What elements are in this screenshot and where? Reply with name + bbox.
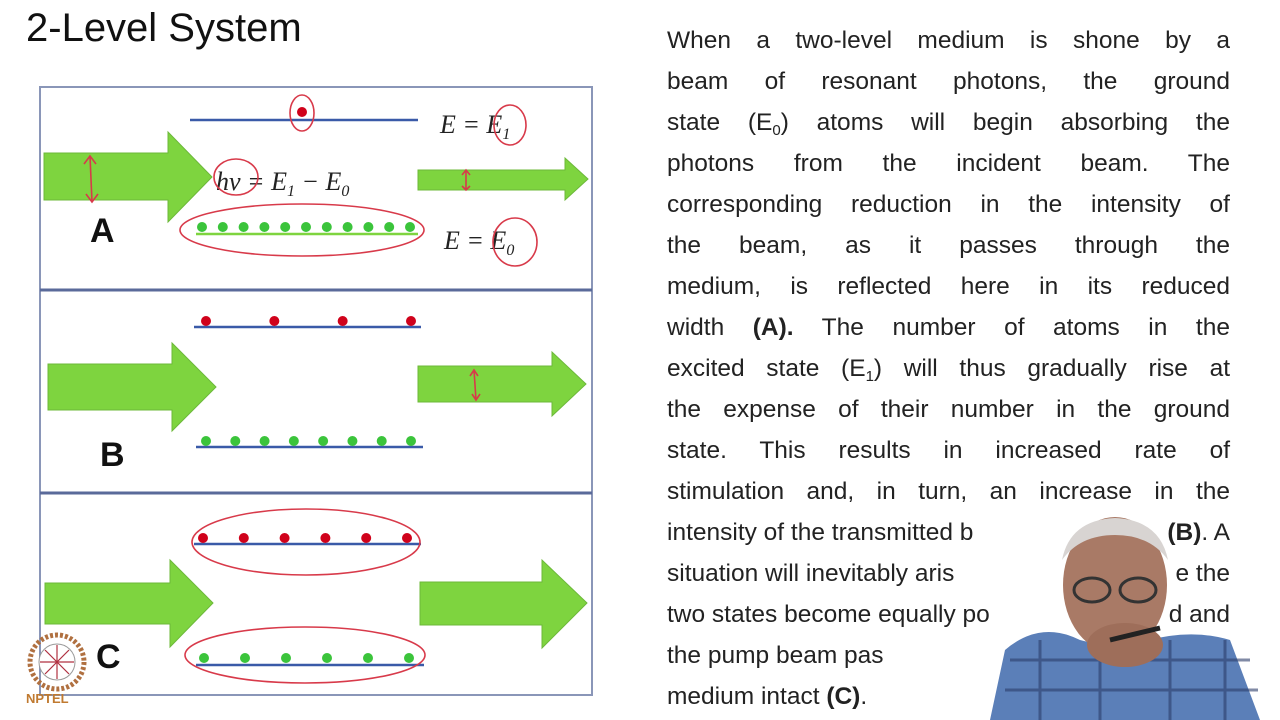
ground-atom (288, 436, 299, 446)
excited-atom (269, 316, 280, 326)
ground-atom (238, 222, 249, 232)
handwritten-annotation (469, 368, 481, 402)
photon-energy-equation: hν = E1 − E0 (216, 167, 349, 200)
ground-atom (363, 222, 374, 232)
text-line: corresponding reduction in the intensity… (667, 191, 1230, 218)
incident-beam-arrow (47, 341, 217, 433)
incident-beam-arrow (44, 558, 214, 649)
upper-energy-label: E = E1 (439, 110, 510, 143)
ground-atom (259, 222, 270, 232)
panel-b: B (47, 316, 587, 474)
ground-atom (342, 222, 353, 232)
excited-atoms (198, 533, 412, 543)
ground-atom (363, 653, 373, 663)
text-line: width (A). The number of atoms in the (667, 314, 1230, 341)
ground-atom (347, 436, 358, 446)
excited-atom (238, 533, 249, 543)
text-line: the expense of their number in the groun… (667, 396, 1230, 423)
incident-beam-arrow (43, 130, 213, 224)
panel-label-a: A (90, 212, 115, 250)
text-line: the beam, as it passes through the (667, 232, 1230, 259)
excited-atom (297, 107, 307, 117)
ground-atoms (199, 653, 414, 663)
ground-atom (197, 222, 207, 232)
excited-atom (320, 533, 331, 543)
text-line: beam of resonant photons, the ground (667, 68, 1230, 95)
ground-atom (199, 653, 209, 663)
two-level-diagram: A E = E1 E = E0 hν = E1 − E0 B C (26, 86, 593, 706)
ground-atom (376, 436, 387, 446)
ground-atom (281, 653, 291, 663)
excited-atom (201, 316, 211, 326)
ground-atom (384, 222, 395, 232)
ground-atom (321, 222, 332, 232)
ground-atoms (201, 436, 416, 446)
transmitted-beam-arrow (419, 558, 588, 650)
slide-title: 2-Level System (26, 6, 302, 50)
ground-atom (217, 222, 228, 232)
text-line: intensity of the transmitted b(B). A (667, 519, 1230, 546)
ground-atom (230, 436, 241, 446)
transmitted-beam-arrow (417, 156, 589, 202)
excited-atom (337, 316, 348, 326)
ground-atom (259, 436, 270, 446)
excited-atoms (201, 316, 416, 326)
handwritten-annotations (83, 94, 538, 267)
ground-atom (201, 436, 211, 446)
text-line: stimulation and, in turn, an increase in… (667, 478, 1230, 505)
text-line: medium intact (C). (667, 683, 868, 710)
text-line: excited state (E1) will thus gradually r… (667, 355, 1231, 385)
ground-atom (240, 653, 250, 663)
panel-label-c: C (96, 638, 121, 676)
text-line: the pump beam pas (667, 642, 884, 669)
nptel-logo: NPTEL (26, 632, 87, 706)
handwritten-annotations (184, 508, 426, 684)
ground-atom (301, 222, 311, 232)
ground-atom (322, 653, 332, 663)
lower-energy-label: E = E0 (443, 226, 514, 259)
text-line: photons from the incident beam. The (667, 150, 1230, 177)
panel-c: C (44, 508, 588, 684)
excited-atom (361, 533, 372, 543)
slide-body-text: When a two-level medium is shone by a be… (667, 20, 1230, 717)
nptel-logo-text: NPTEL (26, 691, 69, 706)
text-line: state. This results in increased rate of (667, 437, 1230, 464)
panel-label-b: B (100, 436, 125, 474)
excited-atom (279, 533, 290, 543)
excited-atom (198, 533, 208, 543)
text-line: When a two-level medium is shone by a (667, 27, 1230, 54)
ground-atom (406, 436, 416, 446)
panel-a: A E = E1 E = E0 hν = E1 − E0 (43, 94, 589, 267)
excited-atom (402, 533, 412, 543)
ground-atom (318, 436, 329, 446)
ground-atom (404, 653, 414, 663)
excited-atom (406, 316, 416, 326)
text-line: medium, is reflected here in its reduced (667, 273, 1230, 300)
ground-atom (280, 222, 291, 232)
ground-atoms (197, 222, 415, 232)
transmitted-beam-arrow (417, 350, 587, 418)
text-line: state (E0) atoms will begin absorbing th… (667, 109, 1230, 139)
ground-atom (405, 222, 415, 232)
